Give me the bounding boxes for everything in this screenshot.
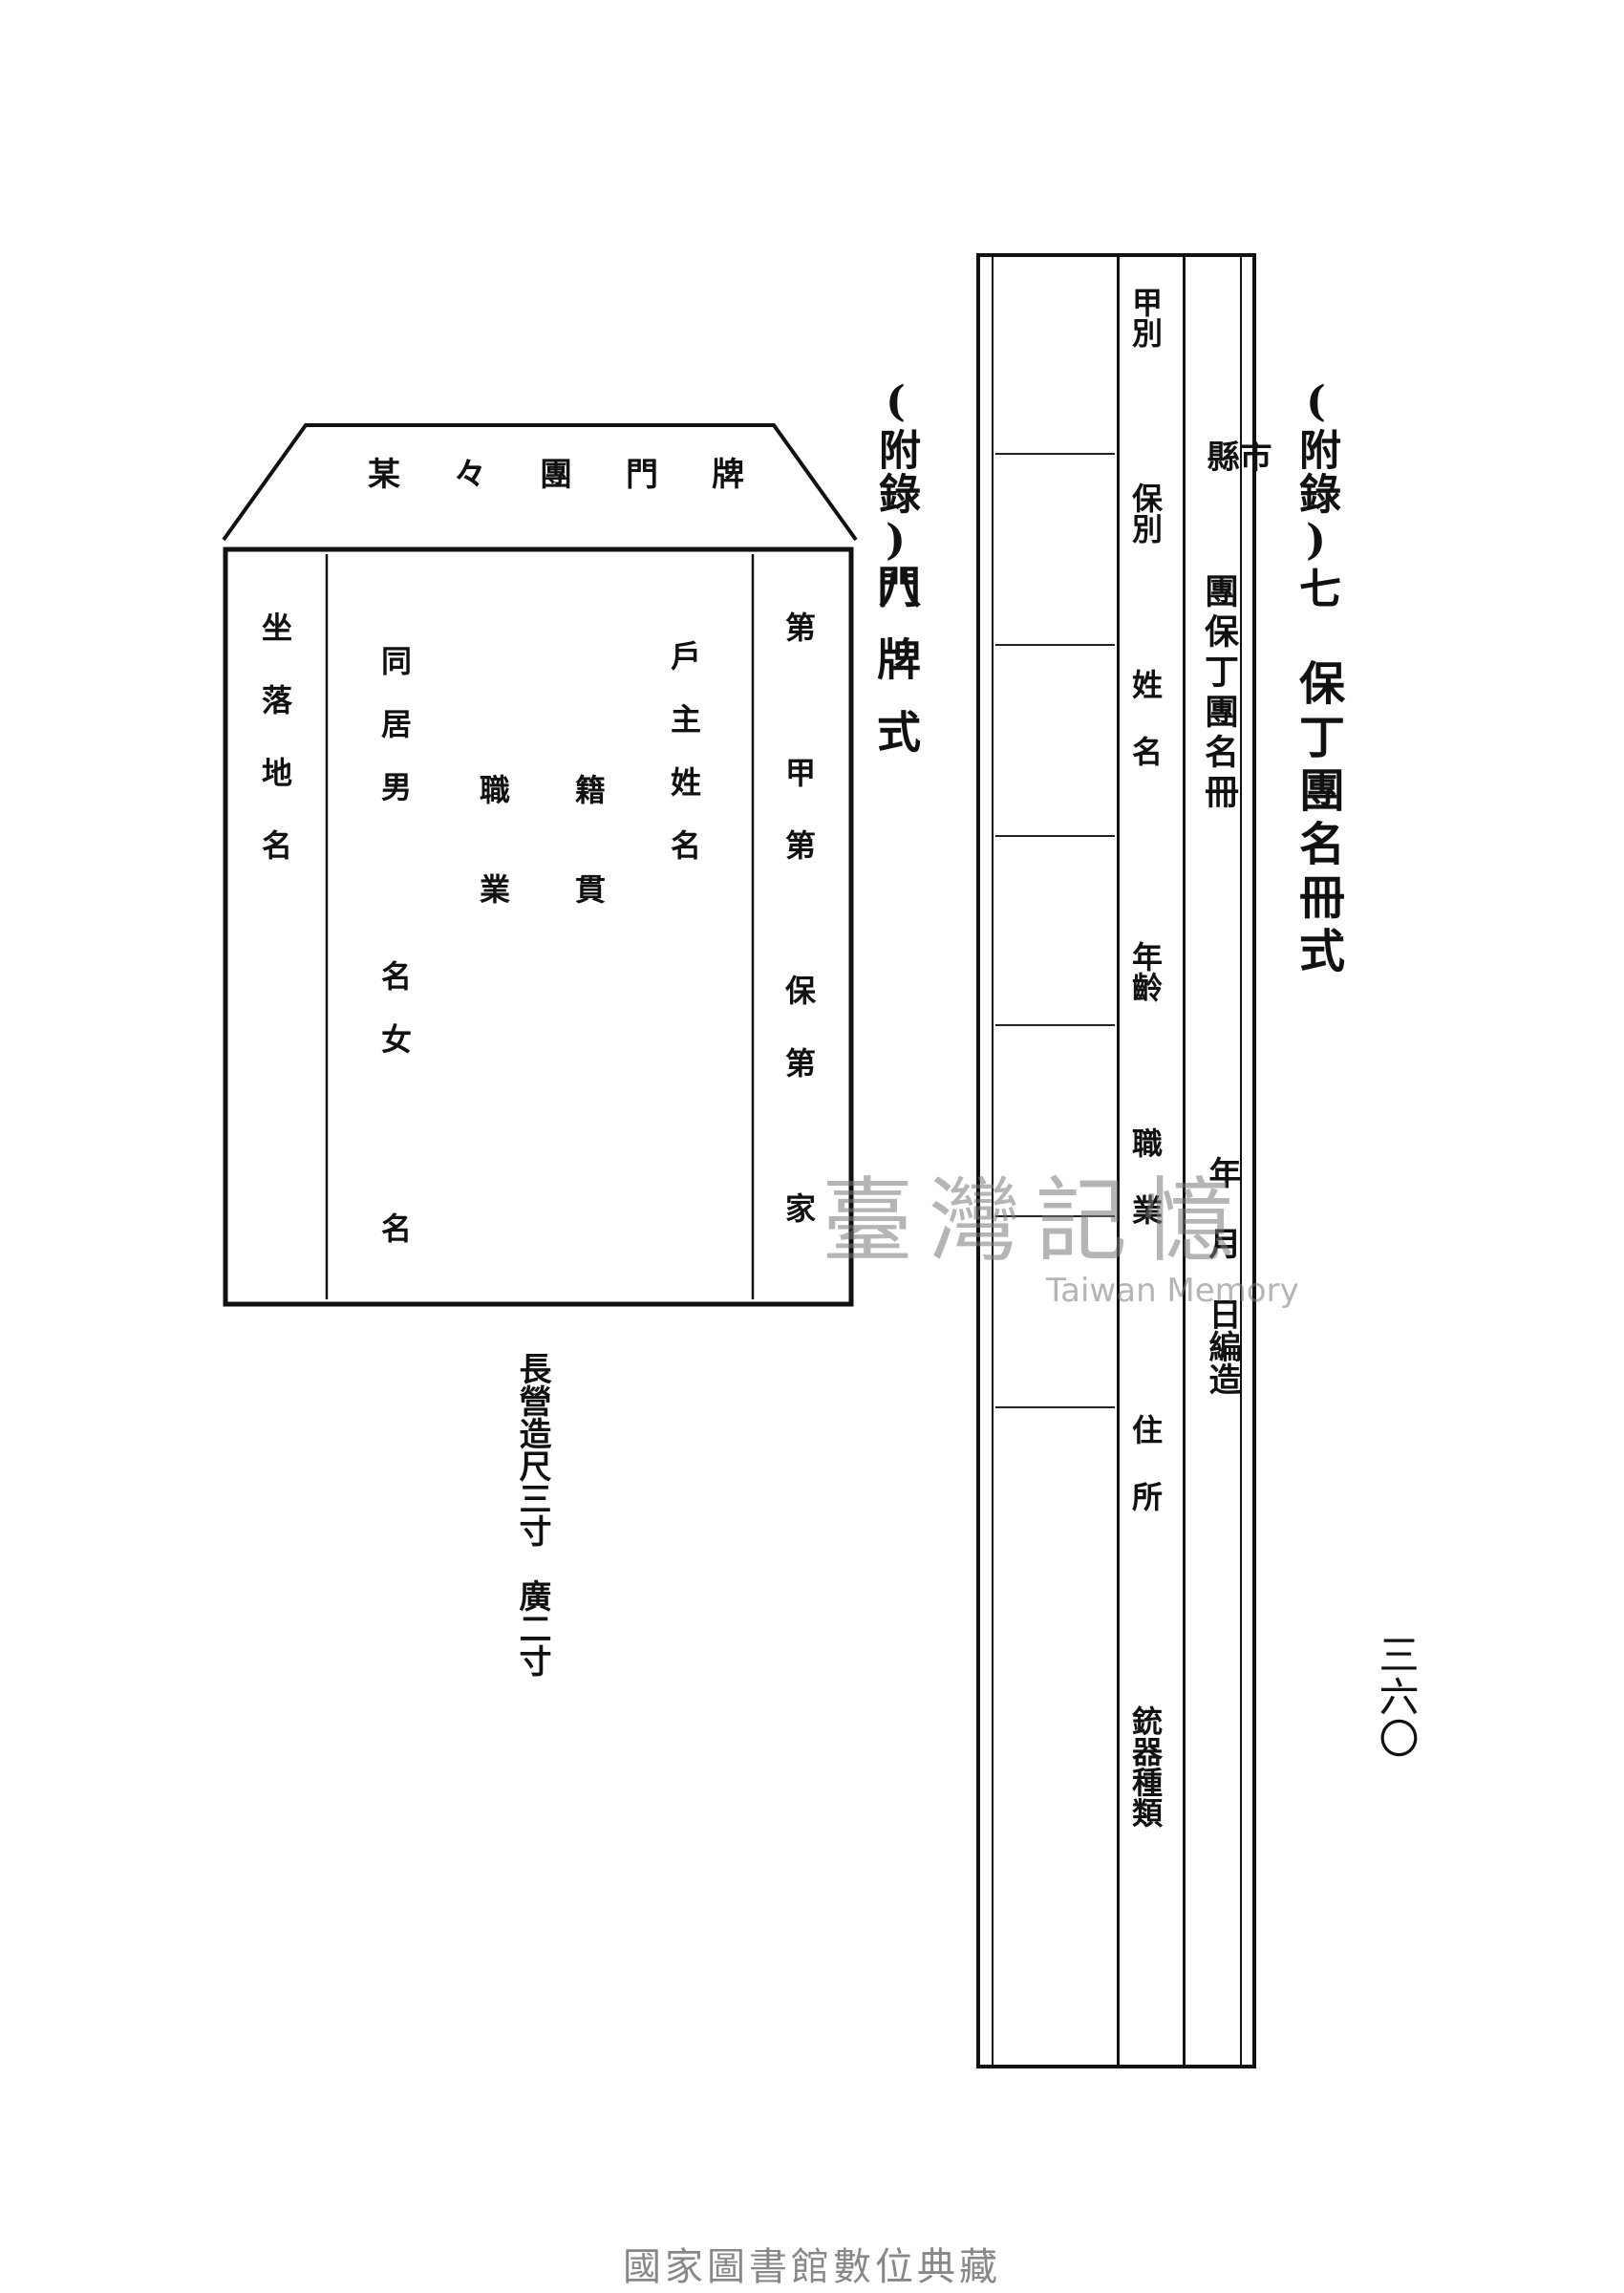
column-bao: 保別 xyxy=(1127,482,1164,544)
compile-date: 年 月 日編造 xyxy=(1203,1156,1241,1395)
column-name: 姓 名 xyxy=(1127,669,1164,766)
appendix8-header: (附錄)八 xyxy=(871,377,920,611)
plaque-heading: 某々團門牌 xyxy=(368,456,798,494)
form-row-line xyxy=(995,453,1115,455)
plaque-outline xyxy=(222,423,858,1307)
watermark-subtitle: Taiwan Memory xyxy=(1046,1272,1299,1310)
form-row-line xyxy=(995,835,1115,837)
form-row-line xyxy=(995,644,1115,646)
plaque-dimensions: 長營造尺三寸 廣二寸 xyxy=(513,1352,551,1677)
appendix7-header: (附錄)七 xyxy=(1292,377,1340,611)
watermark: 臺灣記憶 Taiwan Memory xyxy=(822,1146,1299,1310)
column-age: 年齡 xyxy=(1127,941,1164,1002)
form-rule xyxy=(1240,257,1242,2065)
page-number: 三六〇 xyxy=(1373,1634,1420,1760)
column-occupation: 職 業 xyxy=(1127,1127,1164,1225)
plaque-field-number: 第 甲第 保第 家 xyxy=(780,611,817,1265)
column-firearms: 銃器種類 xyxy=(1127,1705,1164,1828)
plaque-field-occupation: 職 業 xyxy=(475,774,511,923)
form-rule xyxy=(1183,257,1186,2065)
column-jia: 甲別 xyxy=(1127,287,1164,348)
plaque-field-cohabitants: 同居男 名女 名 xyxy=(376,645,413,1275)
form-row-line xyxy=(995,1406,1115,1408)
roster-form xyxy=(976,253,1256,2068)
plaque-field-native-place: 籍 貫 xyxy=(570,774,607,923)
roster-title: 團保丁團名冊 xyxy=(1199,573,1239,814)
footer-credit: 國家圖書館數位典藏 xyxy=(623,2245,1001,2289)
appendix8-title: 門牌式 xyxy=(870,564,922,782)
city-county-label: 市 縣 xyxy=(1201,439,1271,472)
form-row-line xyxy=(995,1024,1115,1026)
county-label: 縣 xyxy=(1201,439,1239,472)
column-address: 住 所 xyxy=(1127,1414,1164,1511)
form-rule xyxy=(992,257,994,2065)
watermark-title: 臺灣記憶 xyxy=(822,1168,1250,1275)
city-label: 市 xyxy=(1233,439,1271,472)
form-row-line xyxy=(995,1215,1115,1217)
plaque-field-location: 坐落地名 xyxy=(257,611,293,902)
form-rule xyxy=(1117,257,1120,2065)
appendix7-title: 保丁團名冊式 xyxy=(1291,659,1344,980)
plaque-field-household-head: 戶主姓名 xyxy=(666,640,702,892)
door-plaque-diagram xyxy=(220,416,860,1323)
